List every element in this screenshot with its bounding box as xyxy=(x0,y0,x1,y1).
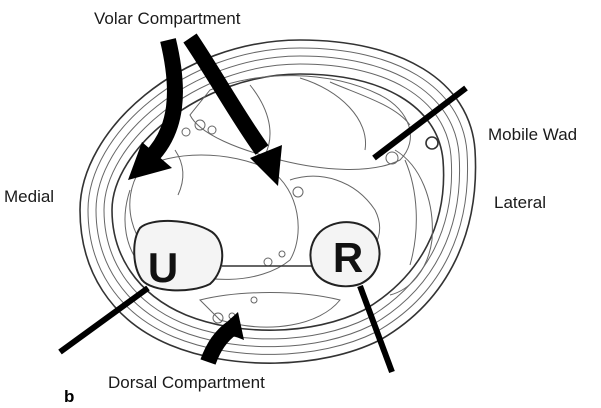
ulna-pointer xyxy=(60,288,148,352)
ulna-bone: U xyxy=(134,221,222,291)
lateral-label: Lateral xyxy=(494,193,546,212)
radius-letter: R xyxy=(333,234,363,281)
volar-compartment-label: Volar Compartment xyxy=(94,9,241,28)
mobile-wad-label: Mobile Wad xyxy=(488,125,577,144)
dorsal-compartment-label: Dorsal Compartment xyxy=(108,373,265,392)
radius-bone: R xyxy=(310,222,379,286)
ulna-letter: U xyxy=(148,244,178,291)
medial-label: Medial xyxy=(4,187,54,206)
neurovascular-structures xyxy=(182,120,438,323)
forearm-outline xyxy=(80,40,476,363)
panel-label: b xyxy=(64,387,74,406)
radius-pointer xyxy=(360,286,392,372)
